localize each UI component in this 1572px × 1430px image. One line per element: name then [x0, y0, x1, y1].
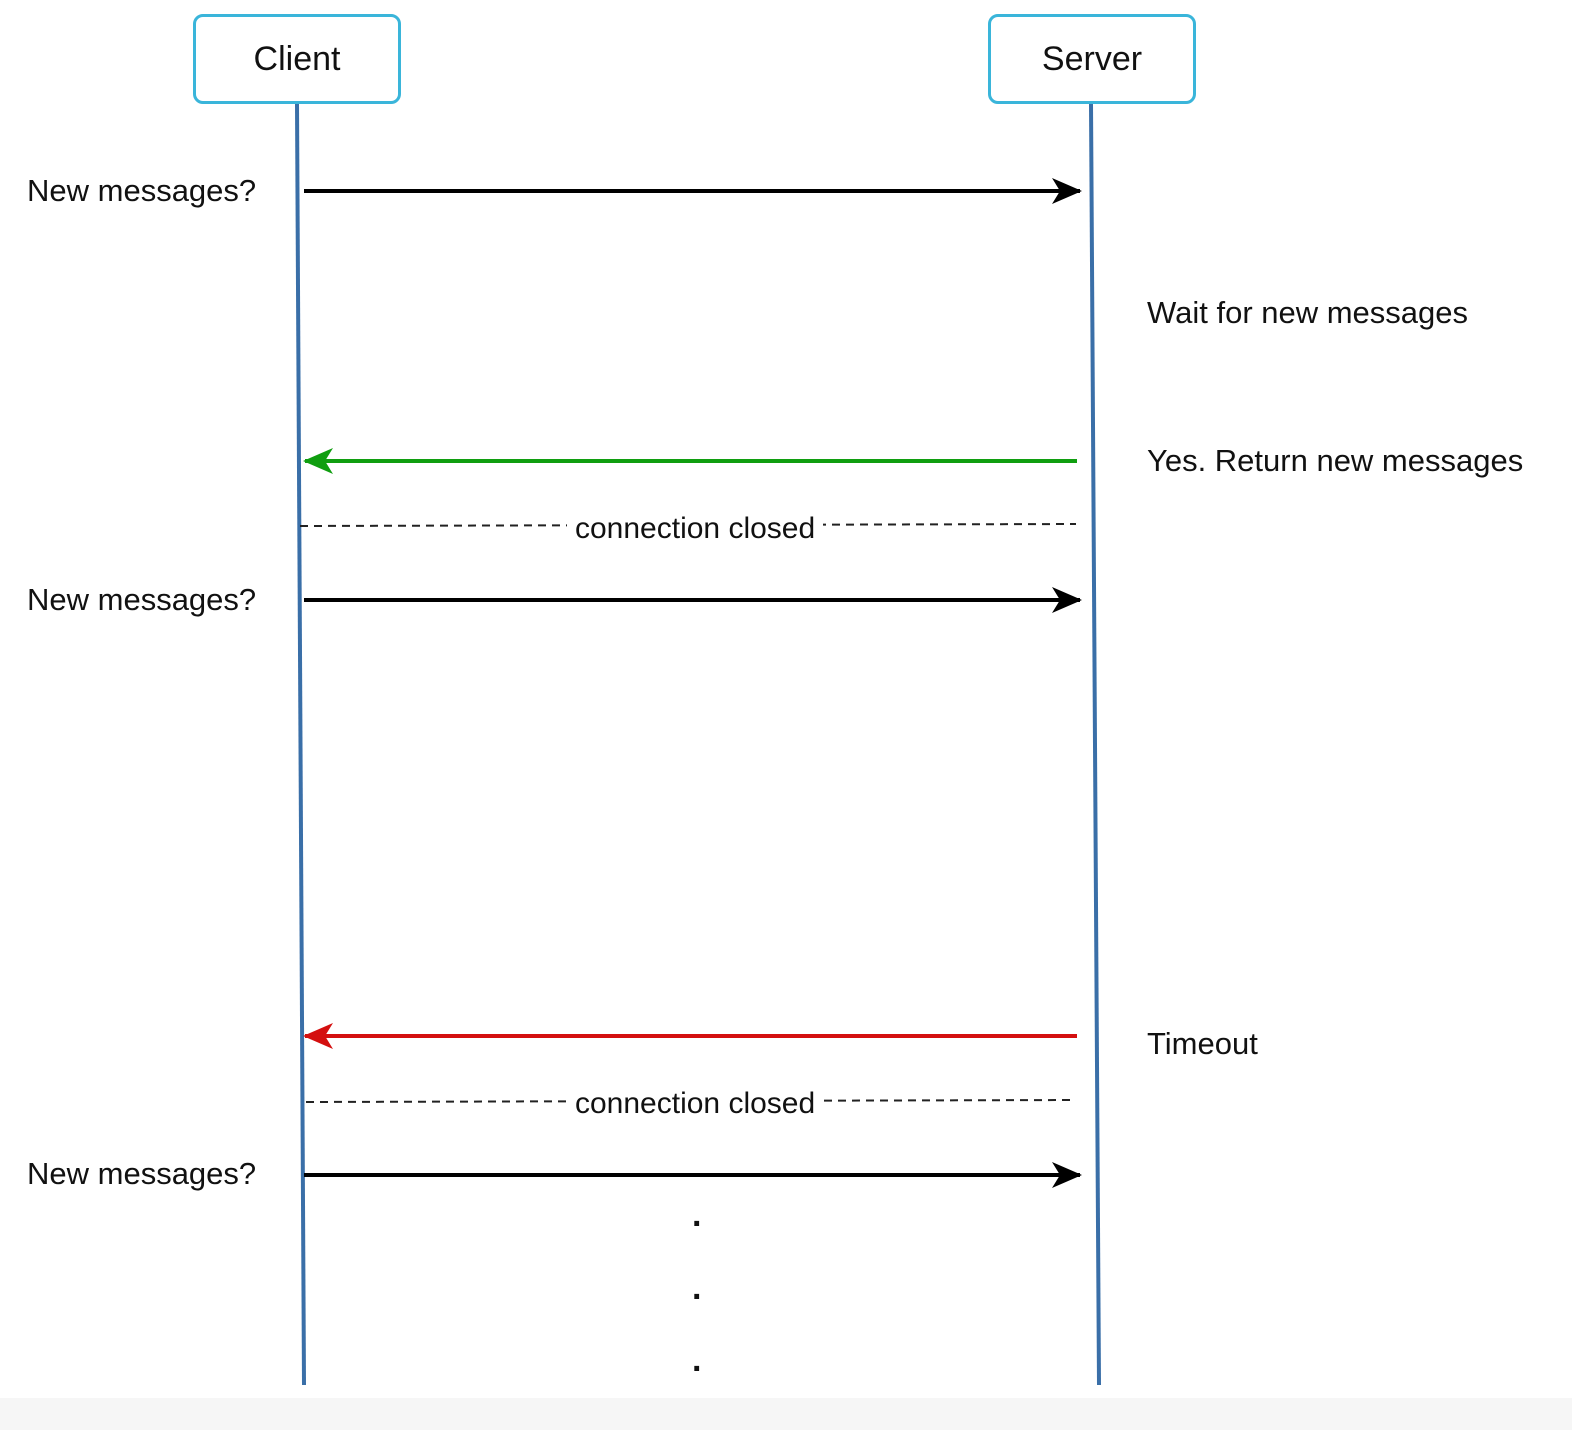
connection-closed-label-1: connection closed	[567, 514, 824, 544]
server-wait-note: Wait for new messages	[1147, 295, 1469, 330]
server-actor-label: Server	[1041, 39, 1143, 78]
continuation-dot-3: .	[692, 1341, 702, 1379]
client-lifeline	[295, 103, 306, 1386]
diagram-graphics	[295, 103, 1101, 1386]
server-actor-box: Server	[988, 14, 1196, 104]
continuation-dot-1: .	[692, 1196, 702, 1234]
server-lifeline	[1089, 103, 1101, 1386]
request-label-1: New messages?	[27, 173, 257, 208]
response-label-timeout: Timeout	[1147, 1026, 1258, 1061]
continuation-dot-2: .	[692, 1269, 702, 1307]
sequence-diagram: Client Server New messages? Wait for new…	[27, 14, 1524, 1386]
request-label-2: New messages?	[27, 582, 257, 617]
response-label-success: Yes. Return new messages	[1147, 443, 1524, 478]
request-label-3: New messages?	[27, 1156, 257, 1191]
client-actor-box: Client	[193, 14, 401, 104]
connection-closed-label-2: connection closed	[567, 1089, 824, 1119]
connection-closed-divider-1	[299, 523, 1077, 527]
client-actor-label: Client	[253, 39, 341, 78]
